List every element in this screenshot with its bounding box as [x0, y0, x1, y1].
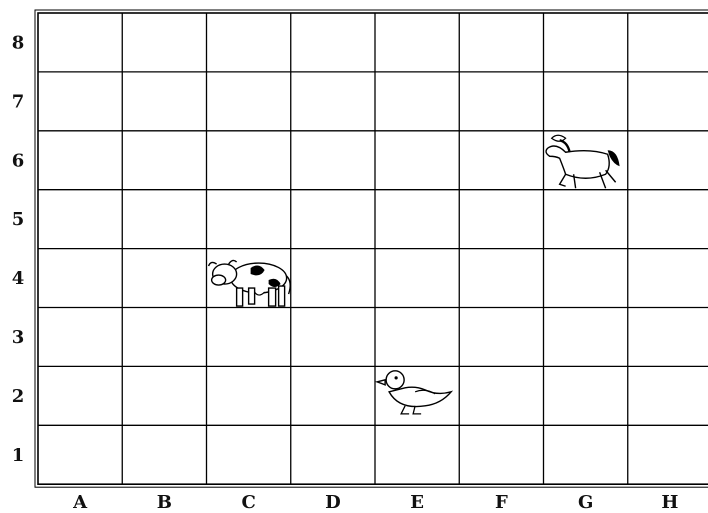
column-label: B: [157, 492, 172, 513]
row-label: 6: [12, 150, 25, 171]
column-label: E: [410, 492, 424, 513]
row-label: 3: [12, 327, 25, 348]
horse-icon: [546, 135, 620, 188]
column-label: D: [325, 492, 341, 513]
column-labels: A B C D E F G H: [72, 492, 678, 513]
cow-icon: [209, 260, 291, 306]
row-label: 4: [12, 268, 25, 289]
column-label: G: [578, 492, 593, 513]
column-label: A: [72, 492, 88, 513]
row-labels: 1 2 3 4 5 6 7 8: [12, 32, 25, 465]
row-label: 2: [12, 386, 25, 407]
row-label: 8: [12, 32, 25, 53]
row-label: 1: [12, 445, 25, 466]
animals: [209, 135, 620, 414]
row-label: 5: [12, 209, 25, 230]
column-label: C: [241, 492, 255, 513]
column-label: H: [661, 492, 678, 513]
duck-icon: [377, 371, 451, 414]
grid-lines: [35, 10, 708, 487]
column-label: F: [495, 492, 508, 513]
row-label: 7: [12, 91, 25, 112]
